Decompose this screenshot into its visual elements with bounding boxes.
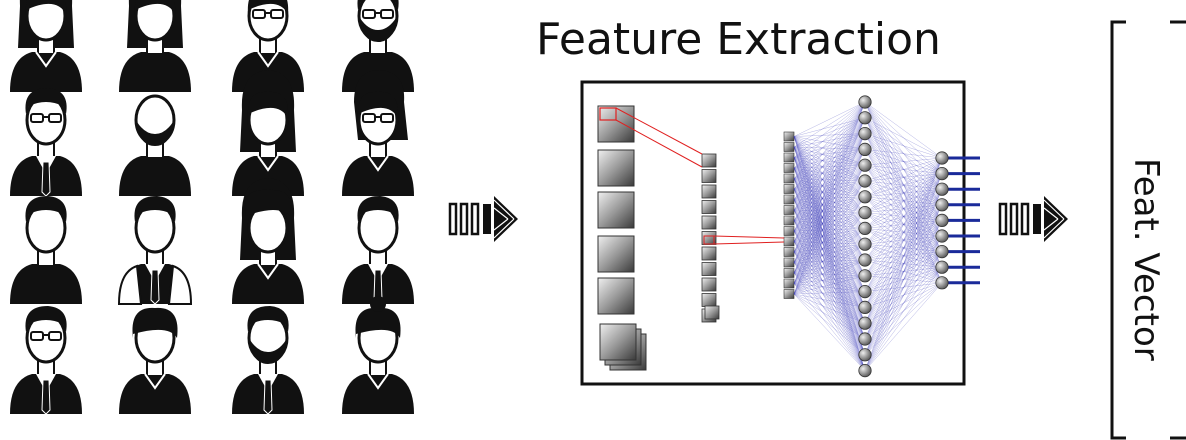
- flattened-unit: [783, 268, 795, 278]
- hidden-neuron: [858, 332, 872, 346]
- hidden-neuron: [858, 300, 872, 314]
- flattened-unit: [783, 205, 795, 215]
- feature-map: [701, 200, 717, 214]
- feature-map: [701, 184, 717, 199]
- feature-map: [701, 153, 717, 168]
- feature-map: [704, 305, 720, 320]
- person-icon: [119, 0, 191, 92]
- feature-map: [597, 277, 635, 315]
- connection-line: [713, 241, 785, 245]
- connection-line: [713, 235, 785, 239]
- flattened-unit: [783, 226, 795, 236]
- flattened-unit: [783, 278, 795, 289]
- feature-map: [701, 293, 717, 307]
- person-icon: [119, 307, 191, 414]
- hidden-neuron: [858, 190, 872, 204]
- person-icon: [342, 196, 414, 305]
- output-neuron: [935, 213, 949, 227]
- person-icon: [342, 296, 414, 414]
- feature-map: [701, 169, 717, 183]
- output-arrow-icon: [998, 196, 1068, 242]
- flattened-unit: [783, 236, 795, 247]
- hidden-neuron: [858, 206, 872, 220]
- flattened-unit: [783, 131, 795, 142]
- flattened-unit: [783, 142, 795, 152]
- output-neuron: [935, 151, 949, 165]
- feature-vector-label: Feat. Vector: [1126, 158, 1166, 361]
- hidden-neuron: [858, 316, 872, 330]
- feature-map: [597, 105, 635, 143]
- person-icon: [232, 306, 304, 415]
- person-icon: [10, 306, 82, 415]
- flattened-unit: [783, 194, 795, 205]
- hidden-neuron: [858, 348, 872, 362]
- hidden-neuron: [858, 285, 872, 299]
- person-icon: [10, 88, 82, 197]
- diagram-title: Feature Extraction: [536, 14, 941, 65]
- hidden-neuron: [858, 158, 872, 172]
- feature-map: [701, 215, 717, 230]
- face-dataset-grid: [10, 0, 414, 415]
- receptive-field: [599, 107, 617, 121]
- feature-map: [597, 235, 635, 273]
- flattened-unit: [783, 289, 795, 299]
- person-icon: [117, 196, 193, 305]
- hidden-neuron: [858, 253, 872, 267]
- flattened-unit: [783, 152, 795, 163]
- feature-map: [701, 246, 717, 261]
- person-icon: [342, 70, 414, 196]
- hidden-neuron: [858, 174, 872, 188]
- feature-map: [597, 191, 635, 229]
- flattened-unit: [783, 184, 795, 194]
- hidden-neuron: [858, 95, 872, 109]
- output-neuron: [935, 245, 949, 259]
- neural-network-icon: [597, 95, 980, 378]
- person-icon: [10, 196, 82, 304]
- hidden-neuron: [858, 111, 872, 125]
- hidden-neuron: [858, 127, 872, 141]
- person-icon: [232, 178, 304, 304]
- feature-map: [701, 277, 717, 292]
- hidden-neuron: [858, 142, 872, 157]
- output-neuron: [935, 229, 949, 243]
- input-arrow-icon: [448, 196, 518, 242]
- feature-map: [597, 149, 635, 187]
- network-box: [580, 80, 966, 386]
- connection-line: [615, 119, 703, 168]
- feature-extraction-diagram: [448, 80, 1068, 386]
- hidden-neuron: [858, 221, 872, 235]
- feature-map: [701, 262, 717, 276]
- output-neuron: [935, 260, 949, 274]
- person-icon: [10, 0, 82, 92]
- flattened-unit: [783, 215, 795, 226]
- receptive-field: [703, 235, 715, 245]
- flattened-unit: [783, 163, 795, 173]
- person-icon: [119, 94, 191, 196]
- output-neuron: [935, 198, 949, 212]
- output-neuron: [935, 167, 949, 181]
- flattened-unit: [783, 257, 795, 268]
- feature-map: [599, 323, 637, 361]
- flattened-unit: [783, 173, 795, 184]
- output-neuron: [935, 276, 949, 290]
- feature-vector-bracket: [1110, 20, 1186, 440]
- hidden-neuron: [858, 269, 872, 283]
- hidden-neuron: [858, 237, 872, 251]
- hidden-neuron: [858, 363, 872, 378]
- output-neuron: [935, 182, 949, 196]
- connection-line: [615, 107, 703, 155]
- flattened-unit: [783, 247, 795, 257]
